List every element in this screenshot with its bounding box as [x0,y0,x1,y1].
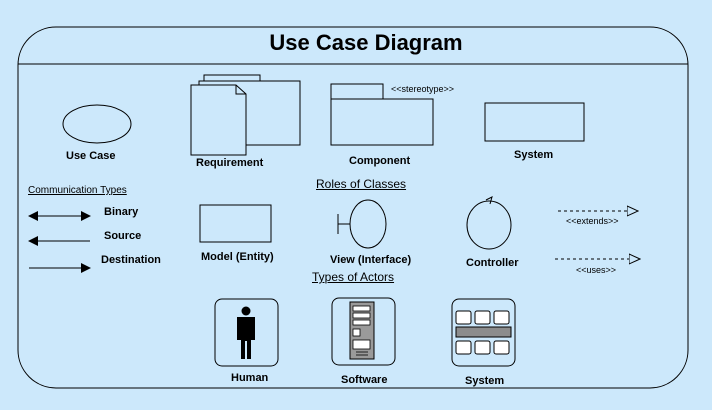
software-server-icon [349,301,375,360]
model-entity-label: Model (Entity) [201,251,274,263]
roles-of-classes-heading: Roles of Classes [316,177,407,191]
view-interface-icon [337,199,387,249]
view-interface-label: View (Interface) [330,254,412,266]
controller-label: Controller [466,257,519,269]
software-actor-label: Software [341,374,388,386]
use-case-ellipse [62,104,132,144]
human-actor-label: Human [231,372,269,384]
system-grid-icon [455,310,512,355]
model-entity-box [199,204,272,243]
uses-label: <<uses>> [576,265,617,275]
communication-types-heading: Communication Types [28,185,127,196]
component-icon [330,83,434,146]
destination-label: Destination [101,254,161,266]
system-label: System [514,149,554,161]
extends-label: <<extends>> [566,216,619,226]
stereotype-label: <<stereotype>> [391,84,455,94]
requirement-icon [190,74,301,156]
diagram-title: Use Case Diagram [269,30,463,55]
types-of-actors-heading: Types of Actors [312,270,395,284]
requirement-label: Requirement [196,157,264,169]
binary-label: Binary [104,206,139,218]
human-figure-icon [237,306,255,359]
controller-icon [466,196,512,250]
system-box [484,102,585,142]
component-label: Component [349,155,411,167]
system-actor-label: System [465,375,505,387]
outer-frame [17,26,689,389]
use-case-label: Use Case [66,150,116,162]
source-label: Source [104,230,142,242]
